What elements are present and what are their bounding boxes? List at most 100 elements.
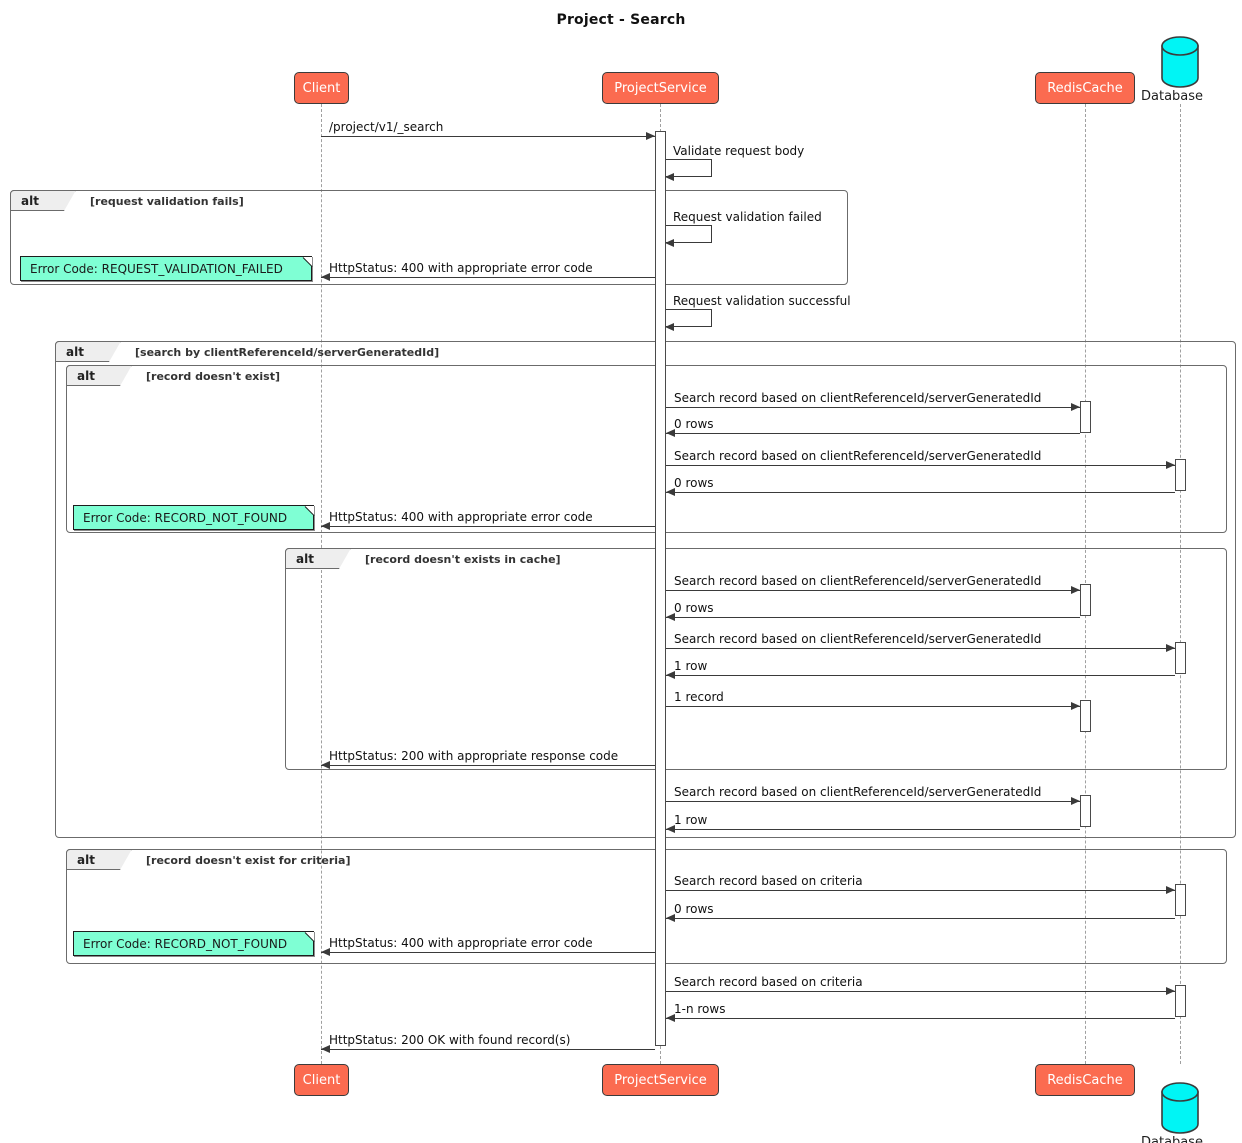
participant-label-rediscache-bottom: RedisCache xyxy=(1047,1072,1123,1088)
message-label-m7: HttpStatus: 400 with appropriate error c… xyxy=(329,510,593,524)
message-label-m16: Search record based on criteria xyxy=(674,874,863,888)
message-label-m18: HttpStatus: 400 with appropriate error c… xyxy=(329,936,593,950)
message-line-m1 xyxy=(321,136,655,137)
message-label-m5: Search record based on clientReferenceId… xyxy=(674,449,1042,463)
participant-label-projectservice-top: ProjectService xyxy=(614,80,707,96)
message-label-m10: Search record based on clientReferenceId… xyxy=(674,632,1042,646)
note-record-not-found-1-text: Error Code: RECORD_NOT_FOUND xyxy=(83,510,288,525)
database-icon xyxy=(1160,36,1200,92)
message-line-m10 xyxy=(666,648,1175,649)
participant-projectservice-top[interactable]: ProjectService xyxy=(602,72,719,104)
alt-record-doesnt-exist-for-criteria-condition: [record doesn't exist for criteria] xyxy=(146,854,351,867)
participant-rediscache-top[interactable]: RedisCache xyxy=(1035,72,1135,104)
note-request-validation-failed: Error Code: REQUEST_VALIDATION_FAILED xyxy=(20,256,312,281)
message-line-m4 xyxy=(666,433,1080,434)
arrow-head-m14 xyxy=(1071,797,1080,805)
message-label-m15: 1 row xyxy=(674,813,708,827)
arrow-head-m6 xyxy=(666,488,675,496)
self-message-label-s3: Request validation successful xyxy=(673,294,851,308)
page-title: Project - Search xyxy=(556,12,686,28)
activation-database-2 xyxy=(1175,642,1186,674)
message-line-m7 xyxy=(321,526,655,527)
message-label-m21: HttpStatus: 200 OK with found record(s) xyxy=(329,1033,571,1047)
message-line-m16 xyxy=(666,890,1175,891)
alt-record-not-in-cache-tab: alt xyxy=(285,548,351,569)
self-message-loop-s1 xyxy=(666,159,712,177)
lifeline-database xyxy=(1180,104,1181,1064)
arrow-head-m9 xyxy=(666,613,675,621)
message-label-m2: HttpStatus: 400 with appropriate error c… xyxy=(329,261,593,275)
note-record-not-found-2-text: Error Code: RECORD_NOT_FOUND xyxy=(83,936,288,951)
participant-label-database-top: Database xyxy=(1141,89,1204,104)
activation-rediscache-1 xyxy=(1080,401,1091,433)
participant-label-projectservice-bottom: ProjectService xyxy=(614,1072,707,1088)
self-message-loop-s2 xyxy=(666,225,712,243)
participant-label-rediscache-top: RedisCache xyxy=(1047,80,1123,96)
self-message-label-s1: Validate request body xyxy=(673,144,805,158)
arrow-head-m1 xyxy=(646,132,655,140)
message-label-m9: 0 rows xyxy=(674,601,714,615)
self-message-arrow-s2 xyxy=(665,238,674,247)
message-line-m17 xyxy=(666,918,1175,919)
message-label-m8: Search record based on clientReferenceId… xyxy=(674,574,1042,588)
message-line-m5 xyxy=(666,465,1175,466)
activation-rediscache-3 xyxy=(1080,700,1091,732)
note-record-not-found-2-fold xyxy=(304,931,314,941)
alt-record-not-in-cache-condition: [record doesn't exists in cache] xyxy=(365,553,561,566)
alt-record-doesnt-exist-for-criteria xyxy=(66,849,1227,964)
alt-record-doesnt-exist-condition: [record doesn't exist] xyxy=(146,370,281,383)
activation-rediscache-4 xyxy=(1080,795,1091,827)
message-label-m17: 0 rows xyxy=(674,902,714,916)
message-line-m9 xyxy=(666,617,1080,618)
database-icon xyxy=(1160,1082,1200,1138)
message-line-m13 xyxy=(321,765,655,766)
message-line-m11 xyxy=(666,675,1175,676)
arrow-head-m18 xyxy=(321,948,330,956)
activation-database-1 xyxy=(1175,459,1186,491)
participant-label-client-top: Client xyxy=(302,80,341,96)
arrow-head-m13 xyxy=(321,761,330,769)
note-request-validation-failed-fold xyxy=(302,256,312,266)
message-label-m11: 1 row xyxy=(674,659,708,673)
message-label-m4: 0 rows xyxy=(674,417,714,431)
arrow-head-m19 xyxy=(1166,987,1175,995)
arrow-head-m15 xyxy=(666,825,675,833)
arrow-head-m12 xyxy=(1071,702,1080,710)
alt-record-doesnt-exist xyxy=(66,365,1227,533)
message-label-m19: Search record based on criteria xyxy=(674,975,863,989)
participant-rediscache-bottom[interactable]: RedisCache xyxy=(1035,1064,1135,1096)
message-line-m21 xyxy=(321,1049,655,1050)
arrow-head-m5 xyxy=(1166,461,1175,469)
message-line-m8 xyxy=(666,590,1080,591)
arrow-head-m7 xyxy=(321,522,330,530)
arrow-head-m3 xyxy=(1071,403,1080,411)
self-message-arrow-s1 xyxy=(665,172,674,181)
participant-projectservice-bottom[interactable]: ProjectService xyxy=(602,1064,719,1096)
message-line-m6 xyxy=(666,492,1175,493)
alt-request-validation-fails-tab: alt xyxy=(10,190,76,211)
participant-database-bottom[interactable] xyxy=(1160,1082,1200,1138)
message-label-m12: 1 record xyxy=(674,690,724,704)
message-line-m19 xyxy=(666,991,1175,992)
arrow-head-m4 xyxy=(666,429,675,437)
message-line-m20 xyxy=(666,1018,1175,1019)
note-record-not-found-1: Error Code: RECORD_NOT_FOUND xyxy=(73,505,314,530)
arrow-head-m2 xyxy=(321,273,330,281)
arrow-head-m20 xyxy=(666,1014,675,1022)
self-message-loop-s3 xyxy=(666,309,712,327)
message-line-m15 xyxy=(666,829,1080,830)
message-line-m12 xyxy=(666,706,1080,707)
message-line-m18 xyxy=(321,952,655,953)
participant-client-top[interactable]: Client xyxy=(294,72,349,104)
alt-request-validation-fails-condition: [request validation fails] xyxy=(90,195,244,208)
arrow-head-m16 xyxy=(1166,886,1175,894)
activation-database-3 xyxy=(1175,884,1186,916)
note-request-validation-failed-text: Error Code: REQUEST_VALIDATION_FAILED xyxy=(30,261,283,276)
message-line-m2 xyxy=(321,277,655,278)
arrow-head-m8 xyxy=(1071,586,1080,594)
activation-rediscache-2 xyxy=(1080,584,1091,616)
participant-database-top[interactable] xyxy=(1160,36,1200,92)
message-line-m3 xyxy=(666,407,1080,408)
participant-client-bottom[interactable]: Client xyxy=(294,1064,349,1096)
